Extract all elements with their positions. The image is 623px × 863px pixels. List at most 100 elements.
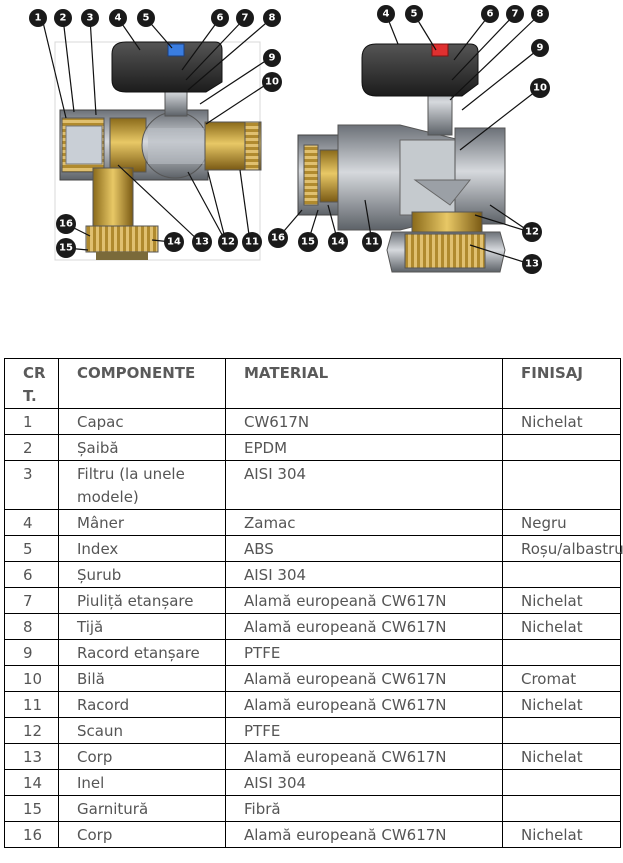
cell-finish: Cromat — [502, 665, 621, 692]
cell-component: Garnitură — [58, 795, 226, 822]
svg-text:5: 5 — [411, 9, 418, 20]
cell-material: EPDM — [225, 434, 503, 461]
cell-material: AISI 304 — [225, 769, 503, 796]
cell-component: Inel — [58, 769, 226, 796]
cell-component: Index — [58, 535, 226, 562]
cell-finish — [502, 769, 621, 796]
callout-right-13: 13 — [522, 254, 542, 274]
callout-right-11: 11 — [362, 232, 382, 252]
callout-left-3: 3 — [81, 9, 99, 27]
table-header-row: CR T. COMPONENTE MATERIAL FINISAJ — [4, 358, 621, 409]
svg-text:5: 5 — [143, 13, 150, 24]
cell-material: Alamă europeană CW617N — [225, 821, 503, 848]
right-callouts: 4 5 6 7 8 9 10 11 12 13 14 15 16 — [268, 5, 550, 274]
callout-left-6: 6 — [211, 9, 229, 27]
svg-text:12: 12 — [525, 227, 539, 238]
cell-component: Tijă — [58, 613, 226, 640]
svg-text:15: 15 — [301, 237, 315, 248]
cell-component: Șurub — [58, 561, 226, 588]
svg-text:14: 14 — [167, 237, 181, 248]
svg-text:8: 8 — [269, 13, 276, 24]
svg-text:13: 13 — [195, 237, 209, 248]
svg-text:6: 6 — [217, 13, 224, 24]
cell-material: CW617N — [225, 408, 503, 435]
cell-crt: 2 — [4, 434, 59, 461]
callout-left-12: 12 — [218, 232, 238, 252]
callout-right-10: 10 — [530, 78, 550, 98]
header-material: MATERIAL — [225, 358, 503, 409]
cell-component: Mâner — [58, 509, 226, 536]
cell-crt: 12 — [4, 717, 59, 744]
cell-finish: Nichelat — [502, 821, 621, 848]
cell-finish — [502, 434, 621, 461]
cell-crt: 6 — [4, 561, 59, 588]
cell-finish: Roșu/albastru — [502, 535, 623, 562]
callout-right-9: 9 — [531, 39, 549, 57]
cell-material: PTFE — [225, 717, 503, 744]
cell-material: Zamac — [225, 509, 503, 536]
cell-component: Piuliță etanșare — [58, 587, 226, 614]
cell-material: Alamă europeană CW617N — [225, 665, 503, 692]
callout-left-7: 7 — [236, 9, 254, 27]
cell-finish: Nichelat — [502, 587, 621, 614]
svg-text:15: 15 — [59, 243, 73, 254]
right-valve-drawing — [297, 43, 506, 273]
cell-finish — [502, 795, 621, 822]
cell-crt: 1 — [4, 408, 59, 435]
header-componente: COMPONENTE — [58, 358, 226, 409]
svg-text:10: 10 — [533, 83, 547, 94]
callout-right-8: 8 — [531, 5, 549, 23]
svg-text:10: 10 — [265, 77, 279, 88]
callout-right-16: 16 — [268, 228, 288, 248]
cell-material: AISI 304 — [225, 460, 503, 510]
callout-left-10: 10 — [262, 72, 282, 92]
cell-crt: 11 — [4, 691, 59, 718]
cell-finish: Negru — [502, 509, 621, 536]
cell-finish: Nichelat — [502, 691, 621, 718]
cell-component: Bilă — [58, 665, 226, 692]
cell-component: Șaibă — [58, 434, 226, 461]
callout-left-5: 5 — [137, 9, 155, 27]
left-callouts: 1 2 3 4 5 6 7 8 9 10 11 12 13 14 15 16 — [29, 9, 282, 258]
svg-text:8: 8 — [537, 9, 544, 20]
cell-component: Capac — [58, 408, 226, 435]
header-crt: CR T. — [4, 358, 59, 409]
cell-finish: Nichelat — [502, 743, 621, 770]
svg-text:7: 7 — [512, 9, 519, 20]
cell-finish — [502, 460, 621, 510]
svg-text:1: 1 — [35, 13, 42, 24]
cell-component: Scaun — [58, 717, 226, 744]
valve-diagram: 1 2 3 4 5 6 7 8 9 10 11 12 13 14 15 16 4… — [29, 5, 550, 274]
cell-material: AISI 304 — [225, 561, 503, 588]
left-valve-drawing — [54, 41, 262, 261]
cell-crt: 5 — [4, 535, 59, 562]
cell-crt: 15 — [4, 795, 59, 822]
svg-text:4: 4 — [383, 9, 390, 20]
cell-component: Corp — [58, 821, 226, 848]
cell-crt: 16 — [4, 821, 59, 848]
svg-text:14: 14 — [331, 237, 345, 248]
callout-right-5: 5 — [405, 5, 423, 23]
cell-component: Racord — [58, 691, 226, 718]
callout-left-8: 8 — [263, 9, 281, 27]
callout-left-15: 15 — [56, 238, 76, 258]
cell-crt: 10 — [4, 665, 59, 692]
callout-left-13: 13 — [192, 232, 212, 252]
svg-text:9: 9 — [537, 43, 544, 54]
callout-left-11: 11 — [242, 232, 262, 252]
svg-text:9: 9 — [269, 53, 276, 64]
svg-text:13: 13 — [525, 259, 539, 270]
svg-text:16: 16 — [59, 219, 73, 230]
callout-right-15: 15 — [298, 232, 318, 252]
callout-left-4: 4 — [109, 9, 127, 27]
callout-left-2: 2 — [54, 9, 72, 27]
